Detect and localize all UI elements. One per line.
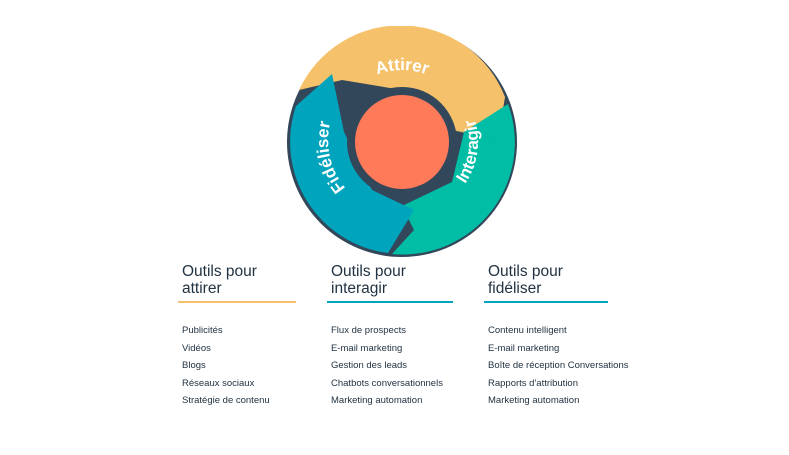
list-item: Publicités — [182, 325, 223, 336]
tools-column-interagir: Outils pour interagir Flux de prospects … — [327, 263, 453, 410]
flywheel-diagram: Attirer Interagir Fidéliser — [287, 26, 517, 257]
segment-shadow — [442, 128, 498, 140]
tools-column-attirer: Outils pour attirer Publicités Vidéos Bl… — [178, 263, 296, 410]
segment-attirer — [299, 26, 505, 140]
tools-list: Flux de prospects E-mail marketing Gesti… — [327, 322, 453, 410]
label-attirer: Attirer — [373, 55, 432, 78]
column-rule — [178, 301, 296, 303]
segment-interagir — [392, 104, 515, 255]
column-title: Outils pour fidéliser — [488, 263, 563, 297]
list-item: E-mail marketing — [488, 342, 560, 354]
column-title: Outils pour interagir — [331, 263, 406, 297]
list-item: Chatbots conversationnels — [331, 377, 443, 389]
column-rule — [327, 301, 453, 303]
list-item: Réseaux sociaux — [182, 377, 255, 389]
tools-list: Contenu intelligent E-mail marketing Boî… — [484, 322, 629, 410]
list-item: Contenu intelligent — [488, 325, 567, 336]
tools-column-fideliser: Outils pour fidéliser Contenu intelligen… — [484, 263, 629, 410]
list-item: Rapports d'attribution — [488, 377, 579, 389]
list-item: Vidéos — [182, 342, 211, 354]
list-item: Blogs — [182, 360, 206, 371]
list-item: Marketing automation — [331, 395, 423, 406]
column-title: Outils pour attirer — [182, 263, 257, 297]
hub — [355, 95, 449, 189]
list-item: Gestion des leads — [331, 360, 408, 371]
list-item: Marketing automation — [488, 395, 580, 406]
column-rule — [484, 301, 608, 303]
tools-list: Publicités Vidéos Blogs Réseaux sociaux … — [178, 322, 296, 410]
list-item: Boîte de réception Conversations — [488, 360, 629, 371]
list-item: Flux de prospects — [331, 325, 406, 336]
list-item: Stratégie de contenu — [182, 395, 270, 406]
list-item: E-mail marketing — [331, 342, 403, 354]
